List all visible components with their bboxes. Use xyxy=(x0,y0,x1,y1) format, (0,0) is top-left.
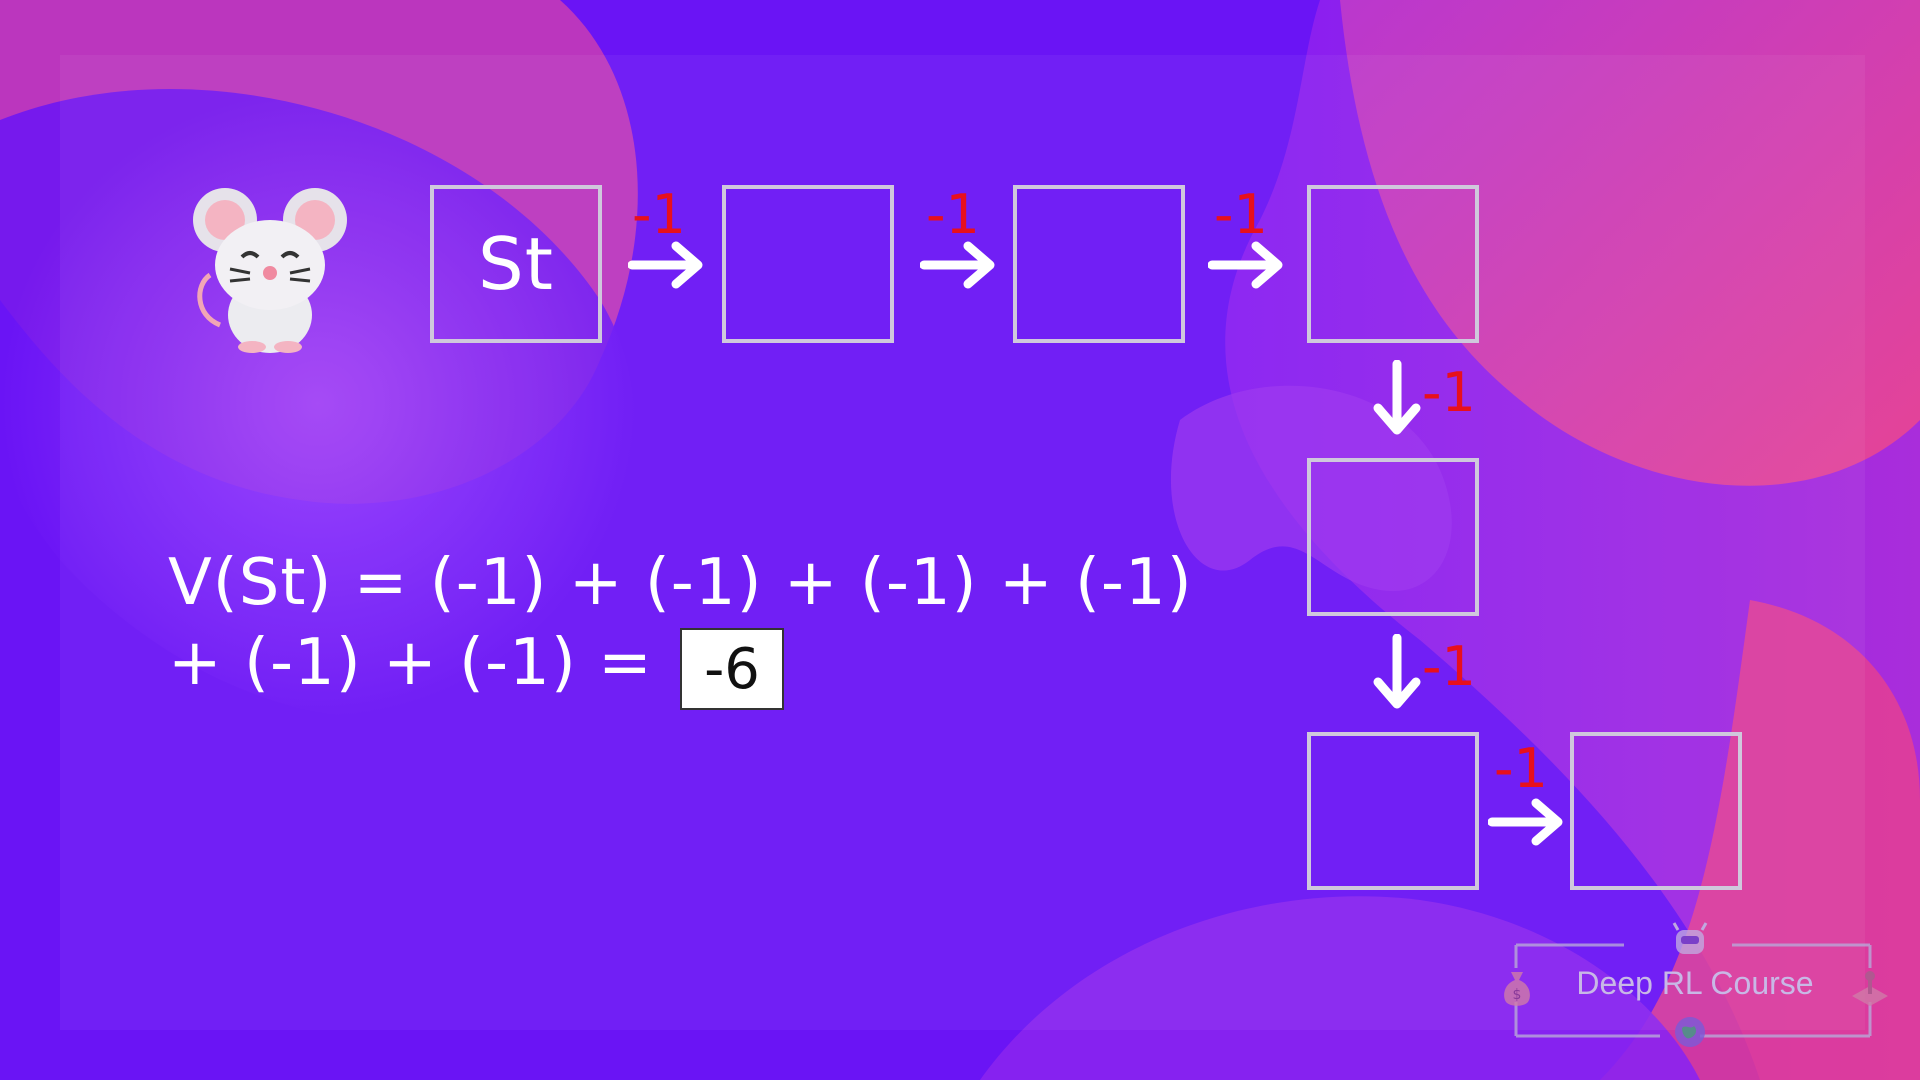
svg-text:$: $ xyxy=(1513,987,1522,1003)
state-label: St xyxy=(478,222,554,306)
state-cell-start: St xyxy=(430,185,602,343)
state-cell-4 xyxy=(1307,185,1479,343)
arrow-right-icon xyxy=(628,241,703,289)
arrow-down-icon xyxy=(1373,634,1421,709)
state-cell-2 xyxy=(722,185,894,343)
reward-label: -1 xyxy=(1422,635,1476,698)
reward-label: -1 xyxy=(926,183,980,246)
arrow-right-icon xyxy=(920,241,995,289)
state-cell-5 xyxy=(1307,458,1479,616)
course-badge-label: Deep RL Course xyxy=(1576,965,1814,1001)
mouse-icon xyxy=(193,188,347,353)
state-cell-6 xyxy=(1307,732,1479,890)
arrow-down-icon xyxy=(1373,360,1421,435)
equation-line-1: V(St) = (-1) + (-1) + (-1) + (-1) xyxy=(168,546,1193,620)
equation-line-2: + (-1) + (-1) = xyxy=(168,626,653,700)
reward-label: -1 xyxy=(1494,737,1548,800)
reward-label: -1 xyxy=(1422,361,1476,424)
reward-label: -1 xyxy=(632,183,686,246)
arrow-right-icon xyxy=(1208,241,1283,289)
state-cell-7 xyxy=(1570,732,1742,890)
joystick-icon xyxy=(1852,971,1888,1006)
robot-icon xyxy=(1672,922,1708,954)
state-cell-3 xyxy=(1013,185,1185,343)
money-bag-icon: $ xyxy=(1504,972,1530,1006)
equation-result: -6 xyxy=(680,628,784,710)
globe-icon xyxy=(1675,1017,1705,1047)
arrow-right-icon xyxy=(1488,798,1563,846)
reward-label: -1 xyxy=(1214,183,1268,246)
course-badge xyxy=(1514,943,1872,1038)
